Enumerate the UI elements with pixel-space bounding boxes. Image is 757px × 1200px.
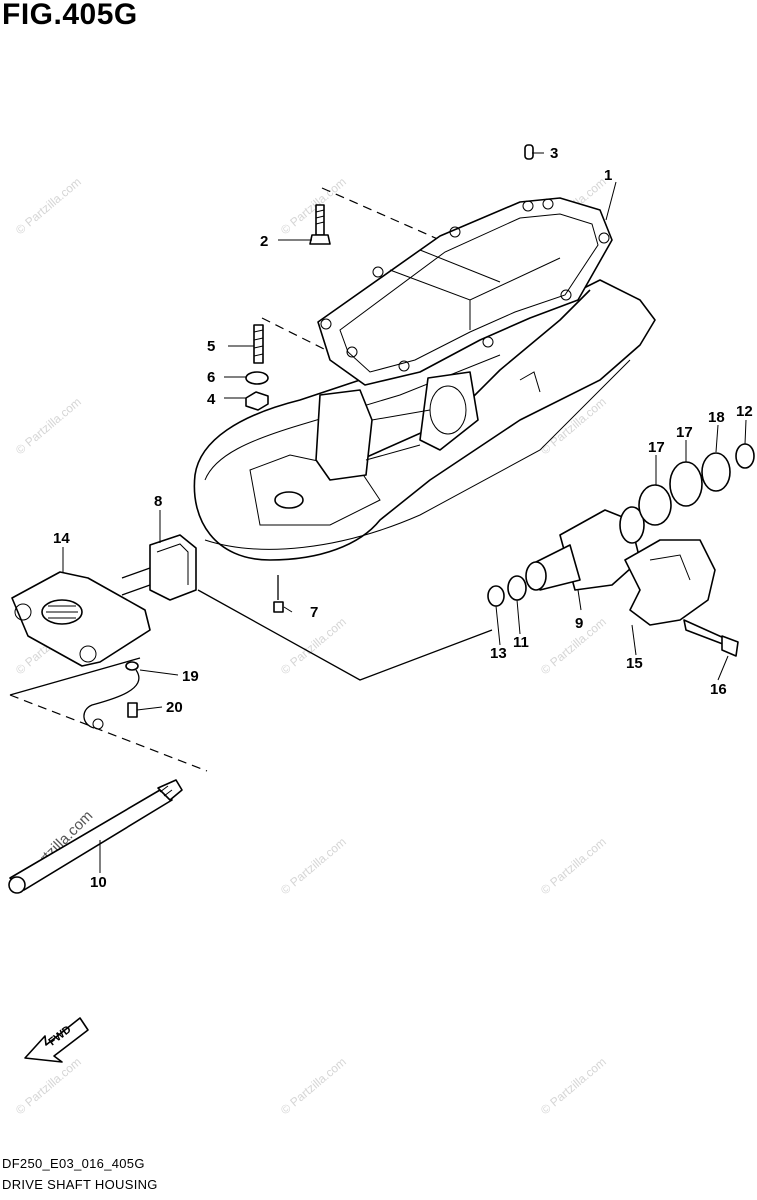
watermark: © Partzilla.com xyxy=(278,175,349,238)
callout-5: 5 xyxy=(207,338,215,355)
part-8-mount xyxy=(121,534,197,601)
callout-10: 10 xyxy=(90,874,107,891)
part-2-bolt xyxy=(309,204,331,245)
figure-title: FIG.405G xyxy=(2,0,138,31)
part-4-nut xyxy=(245,391,269,411)
callout-2: 2 xyxy=(260,233,268,250)
watermark: © Partzilla.com xyxy=(278,1055,349,1118)
callout-8: 8 xyxy=(154,493,162,510)
watermark: © Partzilla.com xyxy=(13,395,84,458)
callout-15: 15 xyxy=(626,655,643,672)
callout-17-b: 17 xyxy=(676,424,693,441)
part-20-bolt xyxy=(127,702,138,718)
callout-20: 20 xyxy=(166,699,183,716)
callout-11: 11 xyxy=(513,634,529,651)
part-13-washer xyxy=(487,585,505,607)
callout-16: 16 xyxy=(710,681,727,698)
watermark: © Partzilla.com xyxy=(13,1055,84,1118)
part-18-washer xyxy=(701,452,731,492)
watermark: © Partzilla.com xyxy=(278,835,349,898)
part-7-bolt xyxy=(273,575,284,613)
callout-17-a: 17 xyxy=(648,439,665,456)
part-19-washer xyxy=(125,661,139,671)
watermark: © Partzilla.com xyxy=(538,835,609,898)
figure-name: DRIVE SHAFT HOUSING xyxy=(2,1177,158,1192)
drive-shaft-housing xyxy=(193,197,656,561)
part-17-seal xyxy=(638,484,672,526)
assembly-leader xyxy=(197,589,493,681)
part-10-bolt xyxy=(8,779,183,894)
figure-code: DF250_E03_016_405G xyxy=(2,1156,145,1171)
watermark: © Partzilla.com xyxy=(538,615,609,678)
callout-18: 18 xyxy=(708,409,725,426)
callout-1: 1 xyxy=(604,167,612,184)
watermark: © Partzilla.com xyxy=(538,1055,609,1118)
assembly-leader xyxy=(9,657,141,696)
parts-diagram: © Partzilla.com © Partzilla.com © Partzi… xyxy=(8,144,755,1118)
callout-7: 7 xyxy=(310,604,318,621)
assembly-lines xyxy=(9,187,441,772)
part-17-seal xyxy=(669,461,703,507)
watermark: © Partzilla.com xyxy=(13,175,84,238)
callout-14: 14 xyxy=(53,530,70,547)
callout-9: 9 xyxy=(575,615,583,632)
part-5-stud xyxy=(253,324,264,364)
callout-3: 3 xyxy=(550,145,558,162)
fwd-arrow-icon: FWD xyxy=(24,1017,89,1063)
part-9-bushing xyxy=(525,506,645,591)
part-15-clamp xyxy=(624,539,716,626)
part-16-bolt xyxy=(683,619,739,657)
callout-12: 12 xyxy=(736,403,753,420)
callout-4: 4 xyxy=(207,391,216,408)
callout-13: 13 xyxy=(490,645,507,662)
part-14-bracket xyxy=(11,571,151,667)
part-12-nut xyxy=(735,443,755,469)
part-6-washer xyxy=(245,371,269,385)
callout-leaders xyxy=(62,152,747,873)
callout-6: 6 xyxy=(207,369,215,386)
part-11-washer xyxy=(507,575,527,601)
callout-labels: 1 2 3 4 5 6 7 8 9 10 11 12 13 14 15 16 1… xyxy=(53,145,753,891)
part-3-pin xyxy=(524,144,534,160)
callout-19: 19 xyxy=(182,668,199,685)
